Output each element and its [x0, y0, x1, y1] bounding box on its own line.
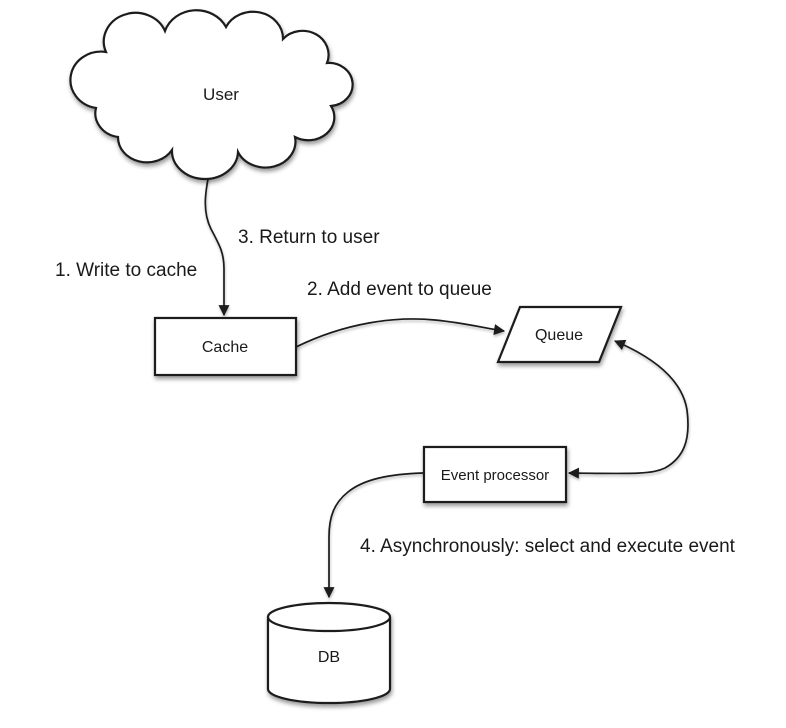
event-processor-box: [422, 445, 568, 504]
arrow-user-to-cache: [204, 162, 230, 317]
arrow-cache-to-queue: [295, 318, 506, 348]
arrow-queue-event-processor: [567, 339, 689, 479]
queue-parallelogram: [496, 305, 623, 364]
event-processor-label: Event processor: [441, 467, 549, 484]
cache-box: [153, 316, 298, 377]
annotation-step2: 2. Add event to queue: [307, 279, 492, 300]
arrow-event-processor-to-db: [323, 472, 424, 599]
db-cylinder-top: [266, 601, 392, 633]
db-cylinder: [266, 601, 392, 705]
annotation-step4: 4. Asynchronously: select and execute ev…: [360, 536, 736, 557]
db-cylinder-body: [266, 617, 392, 705]
queue-label: Queue: [535, 327, 583, 344]
cache-label: Cache: [202, 339, 248, 356]
user-label: User: [203, 85, 239, 104]
annotation-step3: 3. Return to user: [238, 227, 380, 248]
annotation-step1: 1. Write to cache: [55, 260, 197, 281]
user-cloud-shape: [69, 9, 354, 181]
db-label: DB: [318, 649, 340, 666]
